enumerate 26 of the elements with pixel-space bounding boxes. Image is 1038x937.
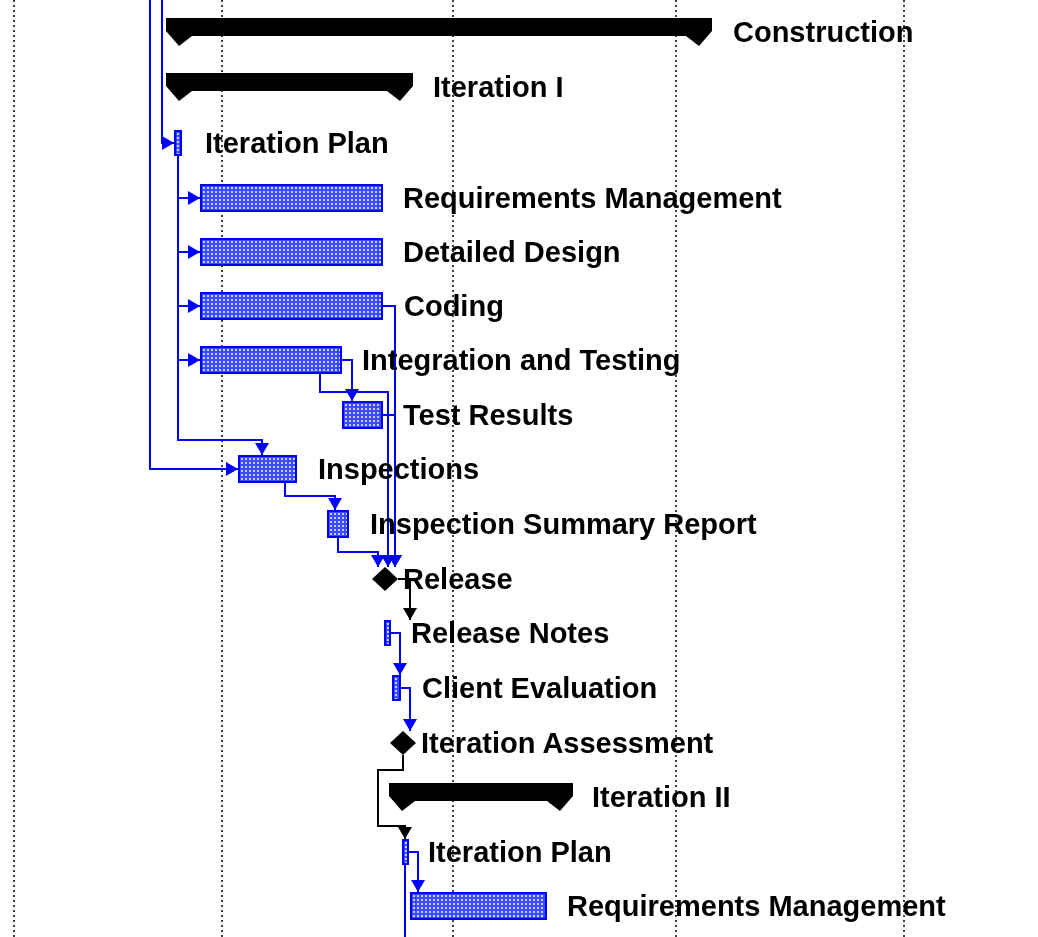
dependency-arrow xyxy=(284,482,342,511)
dependency-arrow xyxy=(161,0,175,150)
dependency-arrow xyxy=(382,414,402,568)
task-label: Release Notes xyxy=(411,617,610,649)
dependency-arrow xyxy=(377,754,412,840)
dependency-arrow xyxy=(408,851,425,893)
dependency-arrow xyxy=(390,632,407,676)
task-label: Iteration I xyxy=(433,71,564,103)
dependency-arrow xyxy=(397,578,417,621)
dependency-arrow xyxy=(400,687,417,732)
task-label: Iteration Plan xyxy=(205,127,389,159)
dependency-arrow xyxy=(337,537,385,568)
dependency-arrow xyxy=(149,0,239,476)
task-label: Construction xyxy=(733,16,914,48)
task-label: Test Results xyxy=(403,399,574,431)
task-label: Client Evaluation xyxy=(422,672,658,704)
task-label: Iteration II xyxy=(592,781,731,813)
task-label: Iteration Assessment xyxy=(421,727,714,759)
task-label: Coding xyxy=(404,290,504,322)
task-label: Detailed Design xyxy=(403,236,621,268)
dependency-arrow xyxy=(177,155,269,456)
task-label: Requirements Management xyxy=(403,182,782,214)
dependency-arrow xyxy=(341,359,359,402)
task-label: Iteration Plan xyxy=(428,836,612,868)
task-label: Release xyxy=(403,563,513,595)
task-label: Requirements Management xyxy=(567,890,946,922)
